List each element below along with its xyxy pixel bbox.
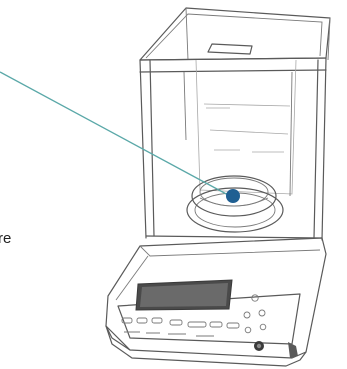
callout-leader [0, 72, 240, 203]
callout-label: re [0, 231, 11, 246]
weighing-pan [187, 176, 283, 232]
display-panel [136, 280, 232, 310]
draft-shield [140, 8, 330, 240]
